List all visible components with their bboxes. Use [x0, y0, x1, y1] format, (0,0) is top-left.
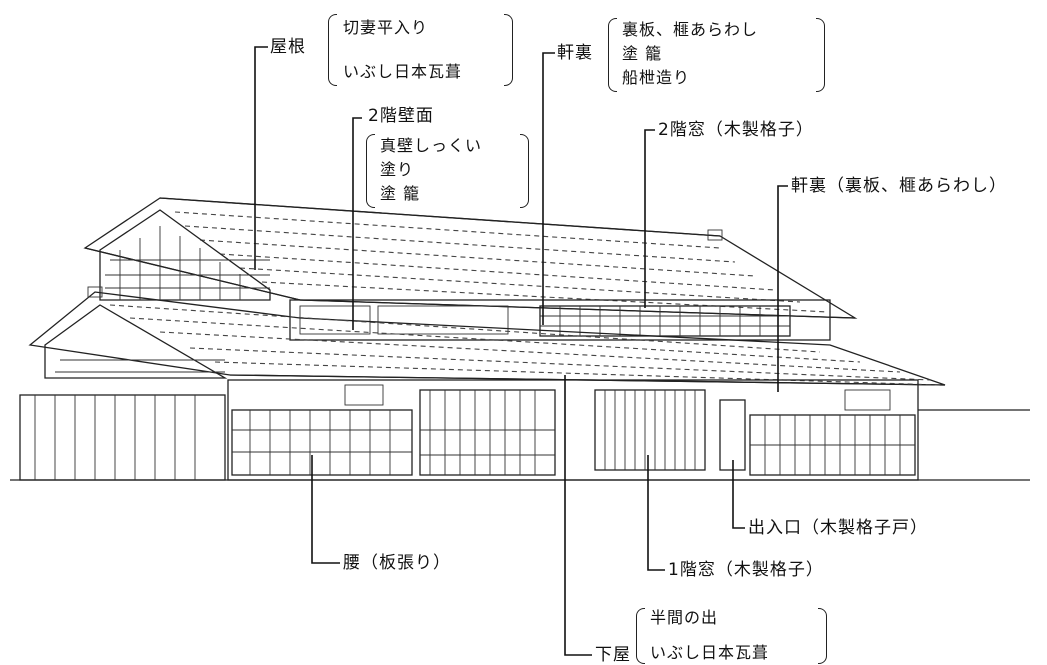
label-nokiura-right: 軒裏（裏板、榧あらわし）: [791, 176, 1007, 196]
bracket-nokiura-left: [608, 18, 617, 92]
wall2-item-1: 真壁しっくい: [380, 136, 483, 155]
bracket-yane-left: [328, 14, 337, 86]
lower-roof: [28, 286, 946, 386]
upper-gable-wall: [99, 209, 271, 301]
yane-item-1: 切妻平入り: [343, 18, 429, 37]
label-wall2: 2階壁面: [368, 106, 434, 126]
lower-left-wall: [19, 304, 228, 481]
wall2-item-2: 塗り: [380, 160, 415, 179]
nokiura-item-1: 裏板、榧あらわし: [622, 20, 759, 39]
label-geya: 下屋: [595, 645, 631, 665]
geya-item-2: いぶし日本瓦葺: [650, 643, 770, 662]
label-yane: 屋根: [270, 37, 306, 57]
label-nokiura-top: 軒裏: [557, 43, 593, 63]
bracket-yane-right: [504, 14, 513, 86]
yane-item-2: いぶし日本瓦葺: [343, 62, 463, 81]
bracket-nokiura-right: [816, 18, 825, 92]
label-koshi: 腰（板張り）: [343, 553, 451, 573]
ground-floor-facade: [227, 379, 1030, 481]
nokiura-item-2: 塗 籠: [622, 44, 663, 63]
label-entrance: 出入口（木製格子戸）: [748, 518, 928, 538]
second-floor-wall: [289, 299, 831, 341]
nokiura-item-3: 船枻造り: [622, 68, 691, 87]
bracket-wall2-right: [520, 134, 529, 208]
leader-lines: [254, 46, 788, 656]
geya-item-1: 半間の出: [650, 608, 719, 627]
bracket-geya-left: [636, 608, 645, 664]
wall2-item-3: 塗 籠: [380, 184, 421, 203]
upper-roof: [83, 197, 858, 319]
bracket-wall2-left: [366, 134, 375, 208]
label-window1: 1階窓（木製格子）: [668, 560, 824, 580]
label-window2: 2階窓（木製格子）: [658, 120, 814, 140]
bracket-geya-right: [818, 608, 827, 664]
